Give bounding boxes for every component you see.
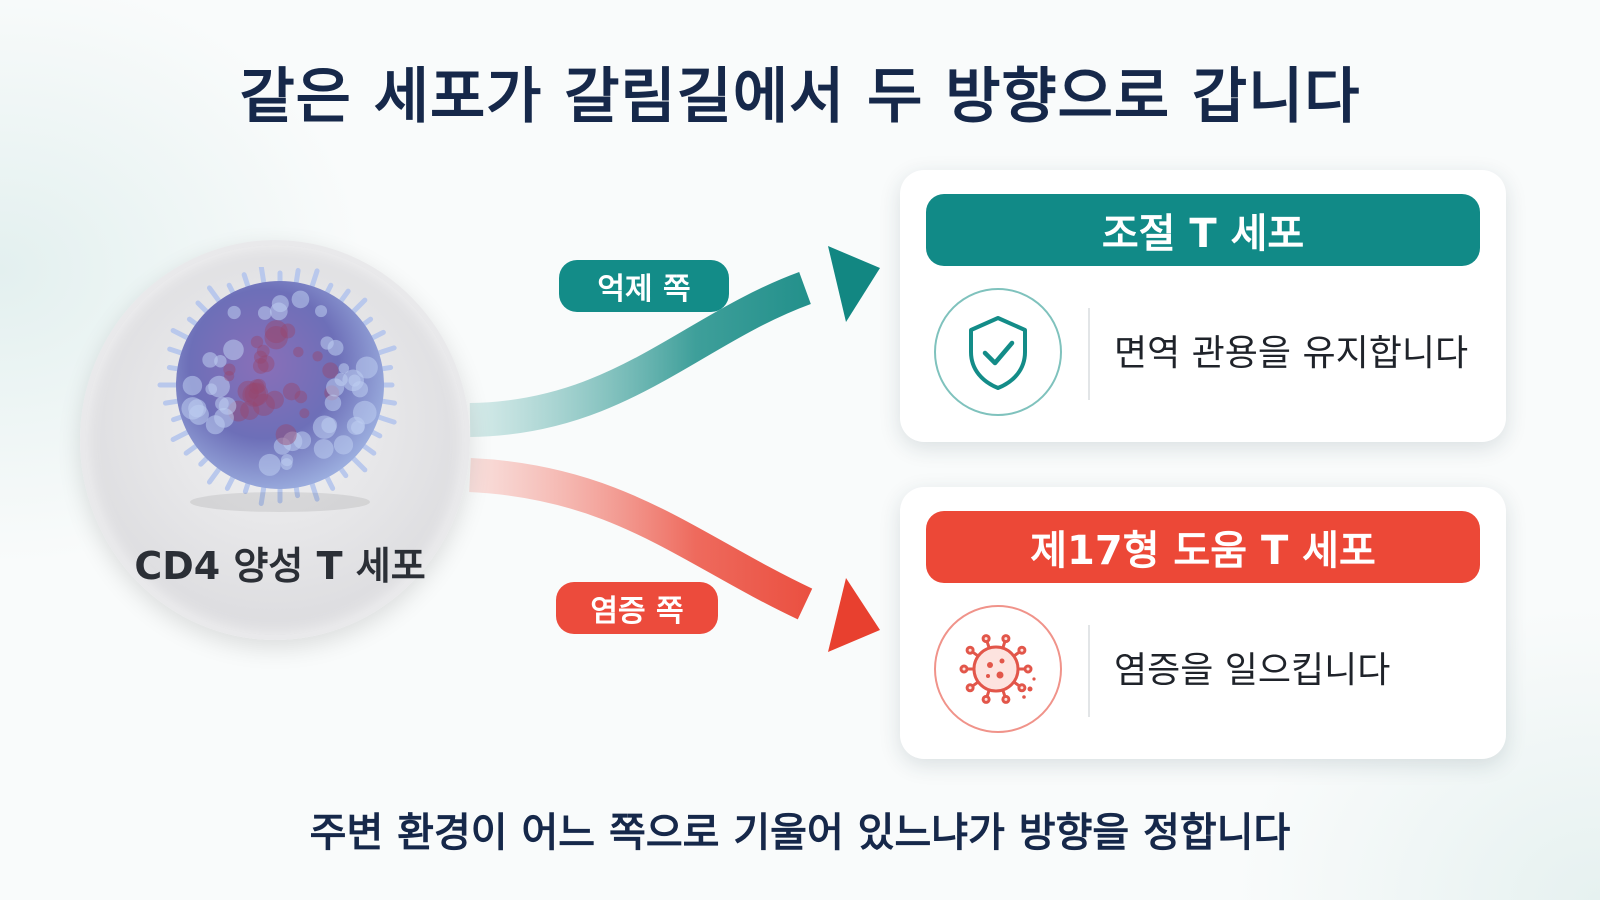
regulatory-t-cell-description: 면역 관용을 유지합니다 bbox=[1114, 333, 1469, 374]
regulatory-t-cell-card: 조절 T 세포 면역 관용을 유지합니다 bbox=[900, 170, 1506, 442]
arrow-to-th17 bbox=[469, 458, 880, 652]
page-title: 같은 세포가 갈림길에서 두 방향으로 갑니다 bbox=[239, 62, 1361, 132]
card-divider bbox=[1088, 308, 1090, 400]
source-cell-label: CD4 양성 T 세포 bbox=[134, 544, 426, 588]
t-cell-illustration bbox=[157, 267, 398, 512]
regulatory-t-cell-title: 조절 T 세포 bbox=[926, 194, 1480, 266]
inflammation-side-pill: 염증 쪽 bbox=[556, 582, 718, 634]
th17-cell-title: 제17형 도움 T 세포 bbox=[926, 511, 1480, 583]
source-cell-circle: CD4 양성 T 세포 bbox=[80, 240, 470, 640]
virus-icon bbox=[934, 605, 1062, 733]
footer-caption: 주변 환경이 어느 쪽으로 기울어 있느냐가 방향을 정합니다 bbox=[309, 810, 1291, 856]
shield-check-icon bbox=[934, 288, 1062, 416]
card-divider bbox=[1088, 625, 1090, 717]
arrow-to-regulatory bbox=[469, 246, 880, 437]
th17-cell-card: 제17형 도움 T 세포 염증을 일으킵니다 bbox=[900, 487, 1506, 759]
th17-cell-description: 염증을 일으킵니다 bbox=[1114, 650, 1391, 691]
suppression-side-pill: 억제 쪽 bbox=[559, 260, 729, 312]
